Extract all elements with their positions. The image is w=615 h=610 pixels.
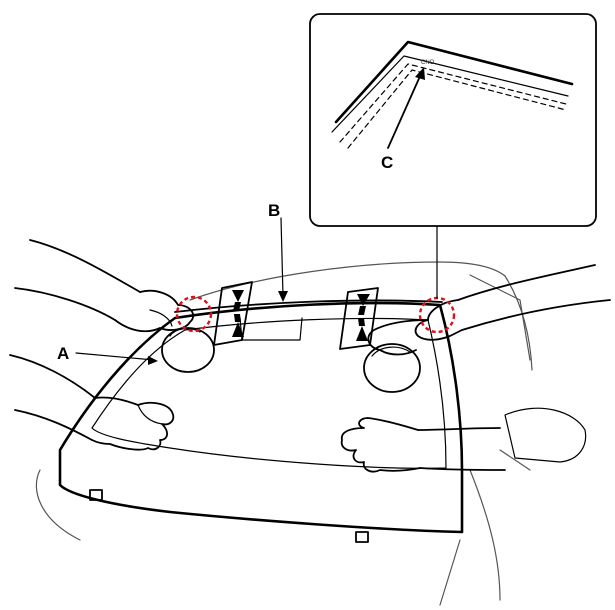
windshield-glass bbox=[58, 299, 464, 534]
clip-right-icon bbox=[355, 531, 369, 543]
worker-right-upper-arm bbox=[367, 264, 611, 356]
label-b: B bbox=[268, 201, 280, 220]
alignment-mark-left bbox=[213, 281, 253, 346]
suction-cup-left bbox=[161, 327, 215, 373]
worker-left-lower-arm bbox=[9, 354, 175, 451]
car-body-outline bbox=[35, 261, 587, 606]
highlight-circle-right bbox=[418, 296, 456, 334]
suction-cup-right bbox=[363, 343, 421, 393]
clip-left-icon bbox=[89, 489, 103, 501]
glass-clips bbox=[89, 489, 369, 543]
worker-right-lower-arm bbox=[340, 417, 506, 473]
label-a-leader bbox=[75, 352, 158, 365]
detail-marking-text: CNO bbox=[421, 60, 435, 66]
worker-left-upper-arm bbox=[14, 239, 195, 333]
label-c: C bbox=[381, 153, 393, 172]
label-a: A bbox=[57, 344, 69, 363]
label-b-leader bbox=[278, 217, 288, 302]
detail-inset-frame bbox=[309, 13, 597, 227]
highlight-circle-left bbox=[175, 295, 213, 333]
detail-inset bbox=[309, 13, 597, 227]
